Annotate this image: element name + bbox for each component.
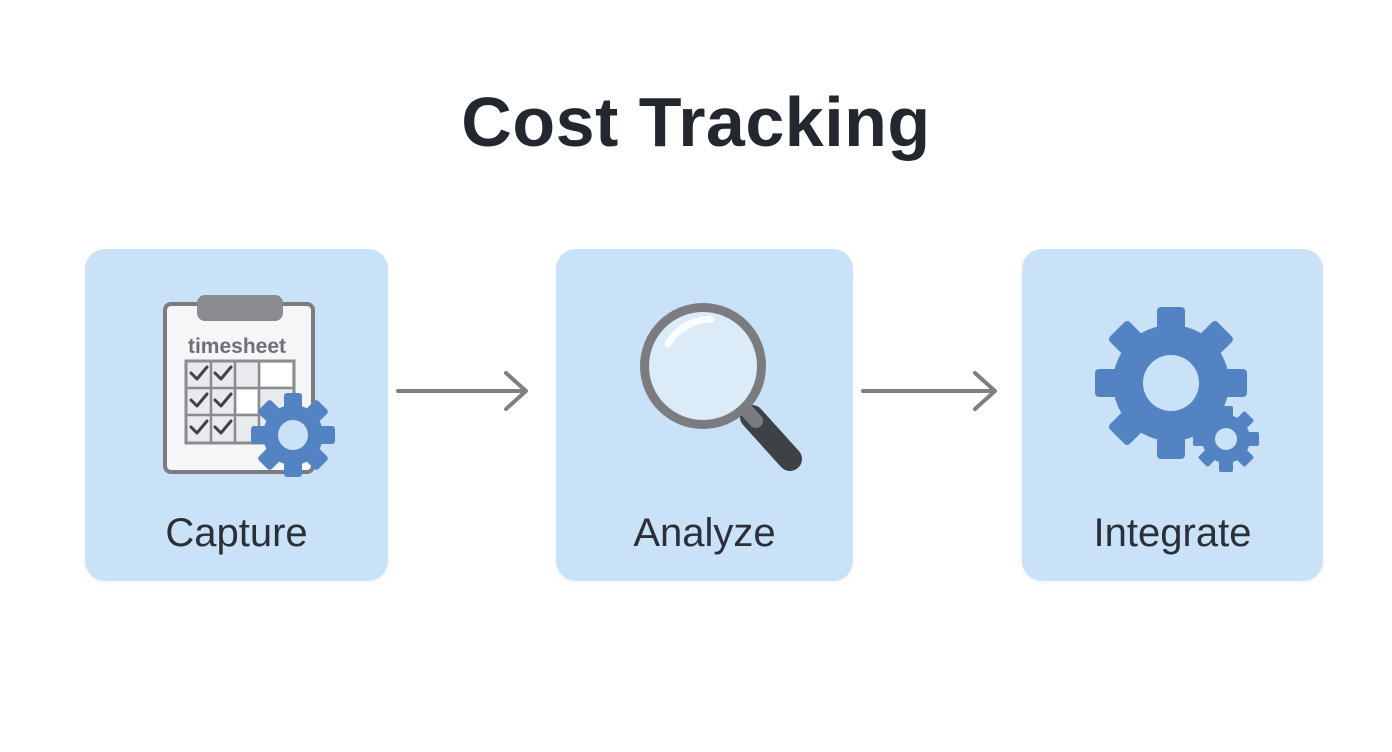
magnifying-glass-icon [640,303,802,471]
right-arrow-icon [861,371,997,411]
gears-icon [1095,307,1259,472]
step-card-capture: timesheet [85,249,388,581]
step-label-capture: Capture [165,511,308,555]
page-title: Cost Tracking [461,83,931,161]
step-card-analyze: Analyze [556,249,853,581]
step-label-integrate: Integrate [1093,511,1252,555]
step-label-analyze: Analyze [633,511,776,555]
timesheet-label: timesheet [188,335,286,358]
step-card-integrate: Integrate [1022,249,1323,581]
right-arrow-icon [396,371,528,411]
timesheet-gear-icon: timesheet [163,295,335,477]
